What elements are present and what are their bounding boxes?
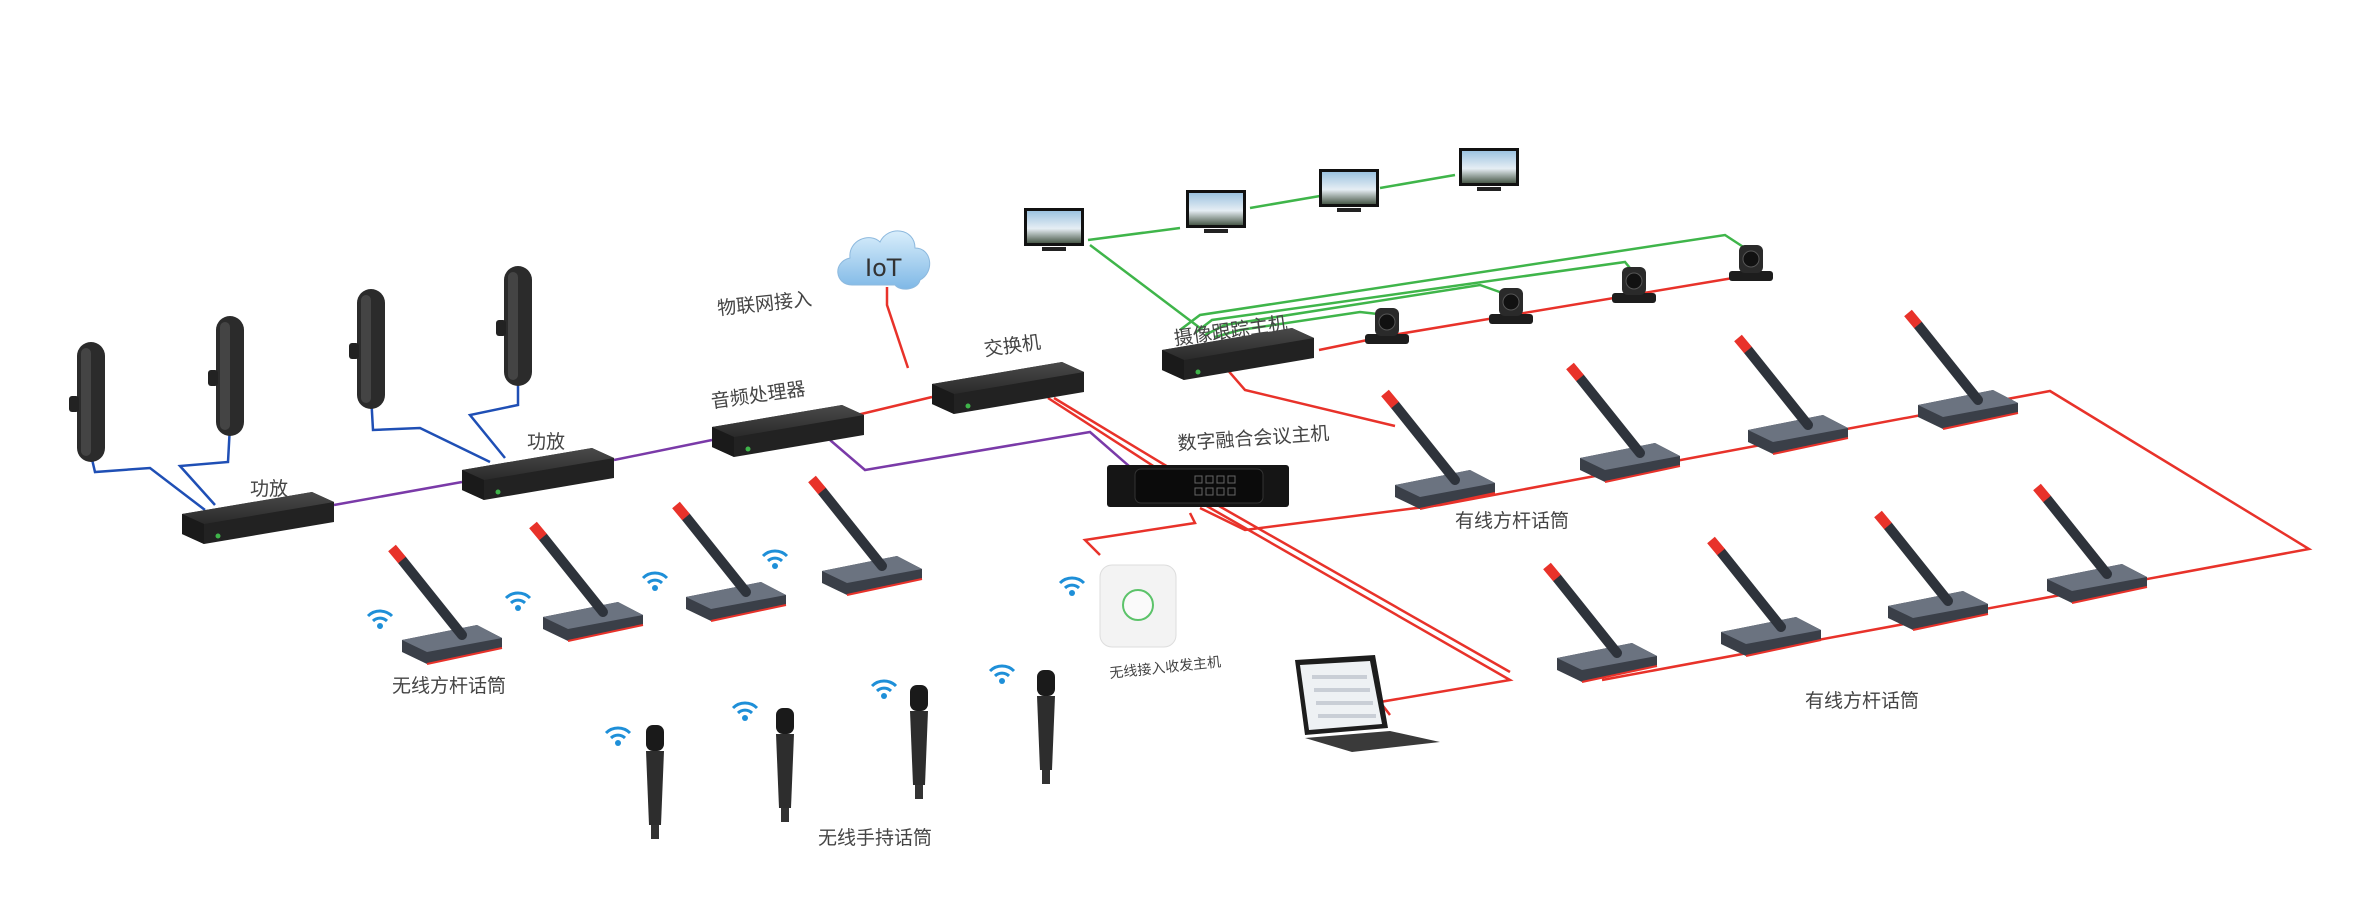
wired-mic-bottom-4 bbox=[2037, 487, 2147, 603]
wifi-icon bbox=[366, 609, 394, 631]
wifi-icon bbox=[1058, 576, 1086, 598]
wifi-icon bbox=[504, 591, 532, 613]
wifi-icon bbox=[870, 679, 898, 701]
ptz-camera-2 bbox=[1488, 287, 1534, 325]
handheld-mic-2 bbox=[731, 701, 794, 822]
switch-label: 交换机 bbox=[983, 331, 1043, 361]
wired-mic-top-3 bbox=[1738, 338, 1848, 454]
conference-host bbox=[1107, 465, 1289, 507]
wireless-transceiver bbox=[1058, 564, 1177, 648]
wifi-icon bbox=[761, 549, 789, 571]
wired-mic-bottom-2 bbox=[1711, 540, 1821, 656]
tablet-controller bbox=[1295, 655, 1440, 752]
speaker-1 bbox=[69, 342, 105, 462]
iot-cloud-icon: IoT bbox=[837, 230, 930, 290]
handheld-mic-4 bbox=[988, 664, 1055, 784]
wired-mics-bottom-label: 有线方杆话筒 bbox=[1805, 690, 1919, 712]
wifi-icon bbox=[641, 571, 669, 593]
speaker-cables bbox=[89, 370, 520, 511]
handheld-mic-3 bbox=[870, 679, 928, 799]
amplifier-2 bbox=[462, 448, 614, 500]
iot-cloud-label: IoT bbox=[865, 254, 902, 282]
wired-mic-top-2 bbox=[1570, 366, 1680, 482]
wireless-desk-mic-1 bbox=[366, 548, 502, 664]
wired-mic-top-1 bbox=[1385, 393, 1495, 509]
iot-access-label: 物联网接入 bbox=[716, 288, 813, 320]
amplifier-2-label: 功放 bbox=[527, 431, 565, 453]
speaker-4 bbox=[496, 266, 532, 386]
wireless-desk-mics-label: 无线方杆话筒 bbox=[392, 675, 506, 697]
wireless-transceiver-label: 无线接入收发主机 bbox=[1109, 653, 1222, 682]
audio-cables bbox=[333, 430, 1146, 507]
wired-mic-bottom-1 bbox=[1547, 566, 1657, 682]
audio-processor-label: 音频处理器 bbox=[710, 378, 807, 413]
wireless-desk-mic-4 bbox=[761, 479, 922, 595]
display-3 bbox=[1319, 169, 1379, 212]
ptz-camera-3 bbox=[1611, 266, 1657, 304]
speaker-3 bbox=[349, 289, 385, 409]
wired-mic-bottom-3 bbox=[1878, 514, 1988, 630]
display-1 bbox=[1024, 208, 1084, 251]
amplifier-1-label: 功放 bbox=[250, 478, 288, 500]
wireless-desk-mic-2 bbox=[504, 525, 643, 641]
handheld-mic-1 bbox=[604, 725, 664, 839]
wired-mics-top-label: 有线方杆话筒 bbox=[1455, 510, 1569, 532]
ptz-camera-4 bbox=[1728, 244, 1774, 282]
display-4 bbox=[1459, 148, 1519, 191]
wifi-icon bbox=[731, 701, 759, 723]
wired-mic-top-4 bbox=[1908, 313, 2018, 429]
display-2 bbox=[1186, 190, 1246, 233]
wifi-icon bbox=[604, 726, 632, 748]
wireless-desk-mic-3 bbox=[641, 505, 786, 621]
conference-host-label: 数字融合会议主机 bbox=[1177, 422, 1330, 455]
wireless-handheld-mics-label: 无线手持话筒 bbox=[818, 827, 932, 849]
speaker-2 bbox=[208, 316, 244, 436]
wifi-icon bbox=[988, 664, 1016, 686]
network-cables bbox=[856, 273, 2313, 716]
